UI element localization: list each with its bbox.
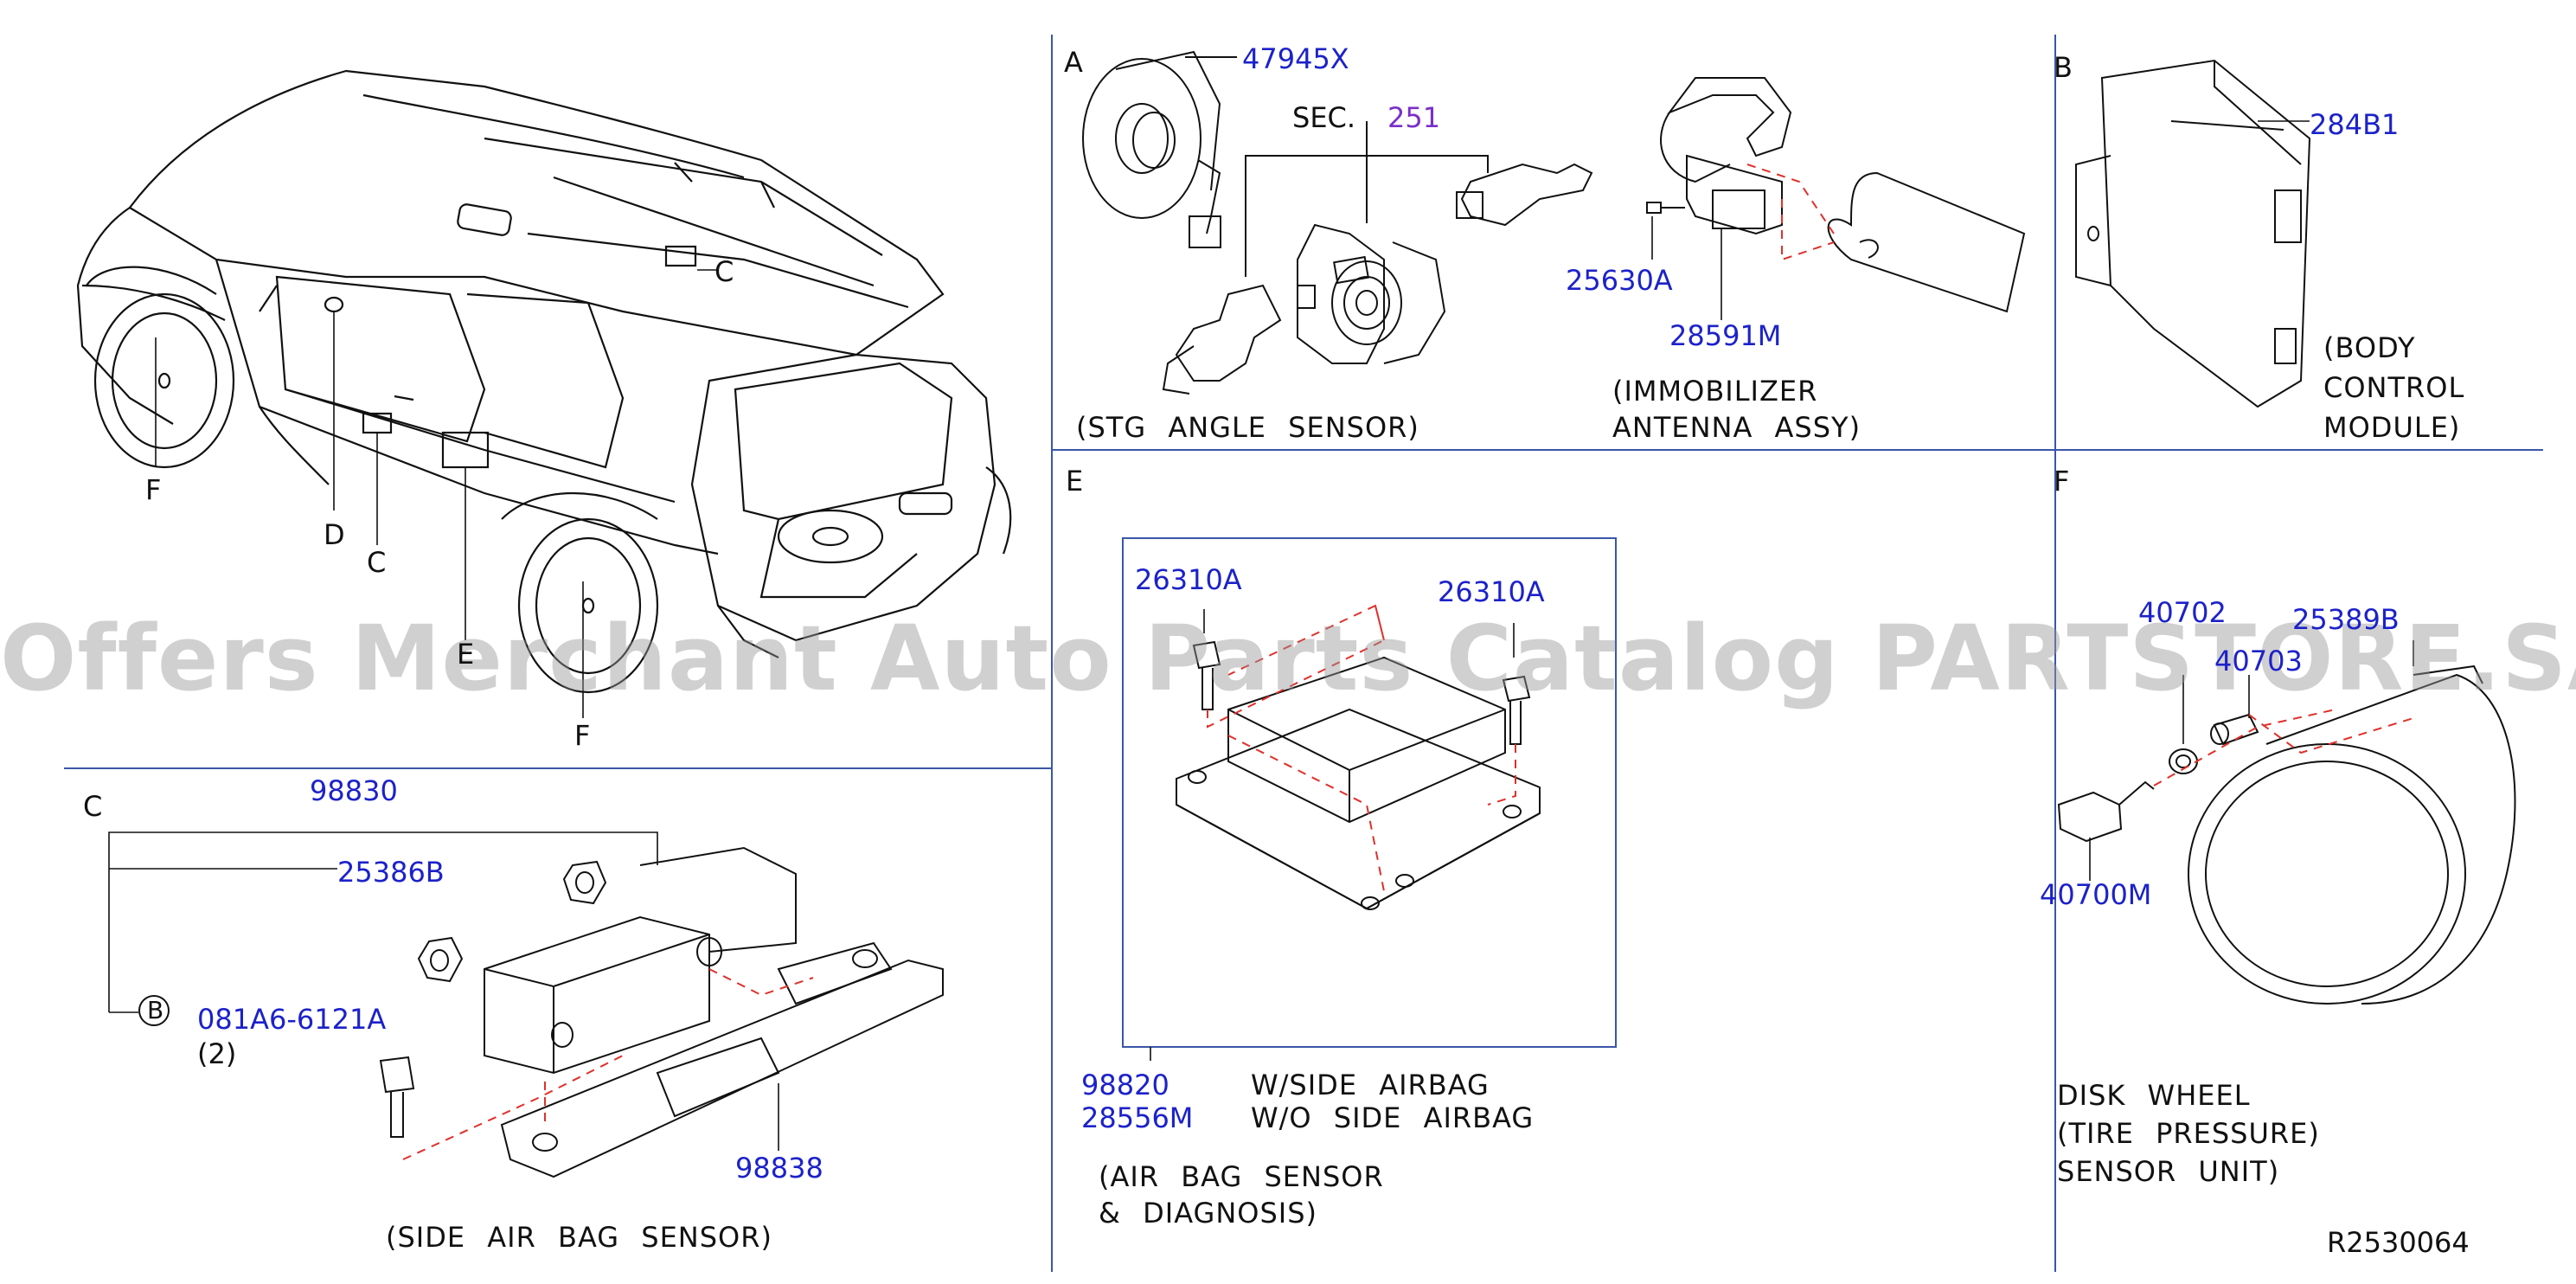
bolt-circle-letter: B	[147, 996, 164, 1024]
overview-label-e: E	[457, 638, 475, 671]
note-with-side-airbag: W/SIDE AIRBAG	[1251, 1069, 1490, 1101]
section-f-letter: F	[2054, 465, 2070, 498]
sec-prefix: SEC.	[1292, 101, 1356, 134]
caption-tpms-line1: DISK WHEEL	[2057, 1079, 2251, 1112]
note-without-side-airbag: W/O SIDE AIRBAG	[1251, 1101, 1535, 1134]
caption-immobilizer-line2: ANTENNA ASSY)	[1612, 411, 1862, 444]
caption-tpms-line3: SENSOR UNIT)	[2057, 1155, 2280, 1188]
part-28556m[interactable]: 28556M	[1081, 1101, 1194, 1134]
bolt-circle-b: B	[138, 995, 170, 1026]
part-98838[interactable]: 98838	[735, 1152, 823, 1184]
sec-251-link[interactable]: 251	[1387, 101, 1441, 134]
section-e-letter: E	[1066, 465, 1084, 498]
part-25630a[interactable]: 25630A	[1566, 264, 1673, 297]
overview-label-d: D	[324, 518, 345, 551]
part-081a6-6121a[interactable]: 081A6-6121A	[197, 1003, 387, 1036]
section-b-drawings	[2075, 59, 2311, 408]
vehicle-illustration	[76, 69, 1012, 694]
overview-label-c-roof: C	[714, 255, 734, 288]
overview-label-f-front: F	[145, 473, 162, 506]
part-26310a-left[interactable]: 26310A	[1135, 563, 1242, 596]
section-dividers	[64, 35, 2543, 1272]
part-98820[interactable]: 98820	[1081, 1069, 1169, 1101]
caption-air-bag-sensor-line1: (AIR BAG SENSOR	[1099, 1160, 1384, 1193]
section-c-brackets	[108, 831, 779, 1151]
caption-bcm-line2: CONTROL	[2323, 371, 2465, 404]
part-26310a-right[interactable]: 26310A	[1438, 575, 1545, 608]
section-a-hidden-lines	[1746, 164, 1835, 261]
overview-label-f-rear: F	[574, 719, 591, 752]
section-b-letter: B	[2054, 51, 2073, 84]
section-a-leaders	[1651, 216, 1722, 320]
part-284b1[interactable]: 284B1	[2310, 108, 2400, 141]
caption-stg-angle-sensor: (STG ANGLE SENSOR)	[1076, 411, 1419, 444]
section-c-drawings	[379, 846, 944, 1178]
part-47945x[interactable]: 47945X	[1242, 42, 1349, 75]
part-40702[interactable]: 40702	[2138, 596, 2227, 629]
section-e-hidden-lines	[1207, 604, 1516, 892]
caption-bcm-line1: (BODY	[2323, 331, 2416, 364]
overview-leaders	[155, 269, 718, 718]
section-a-drawings	[1082, 50, 2026, 395]
section-a-letter: A	[1064, 46, 1083, 79]
section-e-drawings	[1176, 640, 1541, 910]
section-c-letter: C	[83, 790, 103, 823]
overview-label-c-door: C	[367, 546, 387, 579]
watermark: Offers Merchant Auto Parts Catalog PARTS…	[0, 606, 2576, 711]
part-98830[interactable]: 98830	[310, 774, 398, 807]
section-f-hidden-lines	[2153, 709, 2414, 786]
section-f-drawings	[2057, 664, 2516, 1005]
part-40700m[interactable]: 40700M	[2040, 878, 2152, 911]
quantity-label: (2)	[197, 1037, 237, 1070]
caption-tpms-line2: (TIRE PRESSURE)	[2057, 1117, 2320, 1150]
section-e-leaders	[1150, 609, 1515, 1061]
section-f-leaders	[2089, 640, 2414, 881]
part-25389b[interactable]: 25389B	[2292, 603, 2400, 636]
part-25386b[interactable]: 25386B	[337, 856, 445, 889]
caption-side-air-bag-sensor: (SIDE AIR BAG SENSOR)	[386, 1221, 772, 1254]
section-e-frame	[1122, 537, 1617, 1048]
part-40703[interactable]: 40703	[2214, 645, 2303, 677]
caption-immobilizer-line1: (IMMOBILIZER	[1612, 375, 1818, 408]
part-28591m[interactable]: 28591M	[1669, 319, 1782, 352]
caption-air-bag-sensor-line2: & DIAGNOSIS)	[1099, 1197, 1317, 1229]
caption-bcm-line3: MODULE)	[2323, 411, 2461, 444]
diagram-reference-code: R2530064	[2327, 1226, 2470, 1259]
section-c-hidden-lines	[402, 968, 814, 1160]
